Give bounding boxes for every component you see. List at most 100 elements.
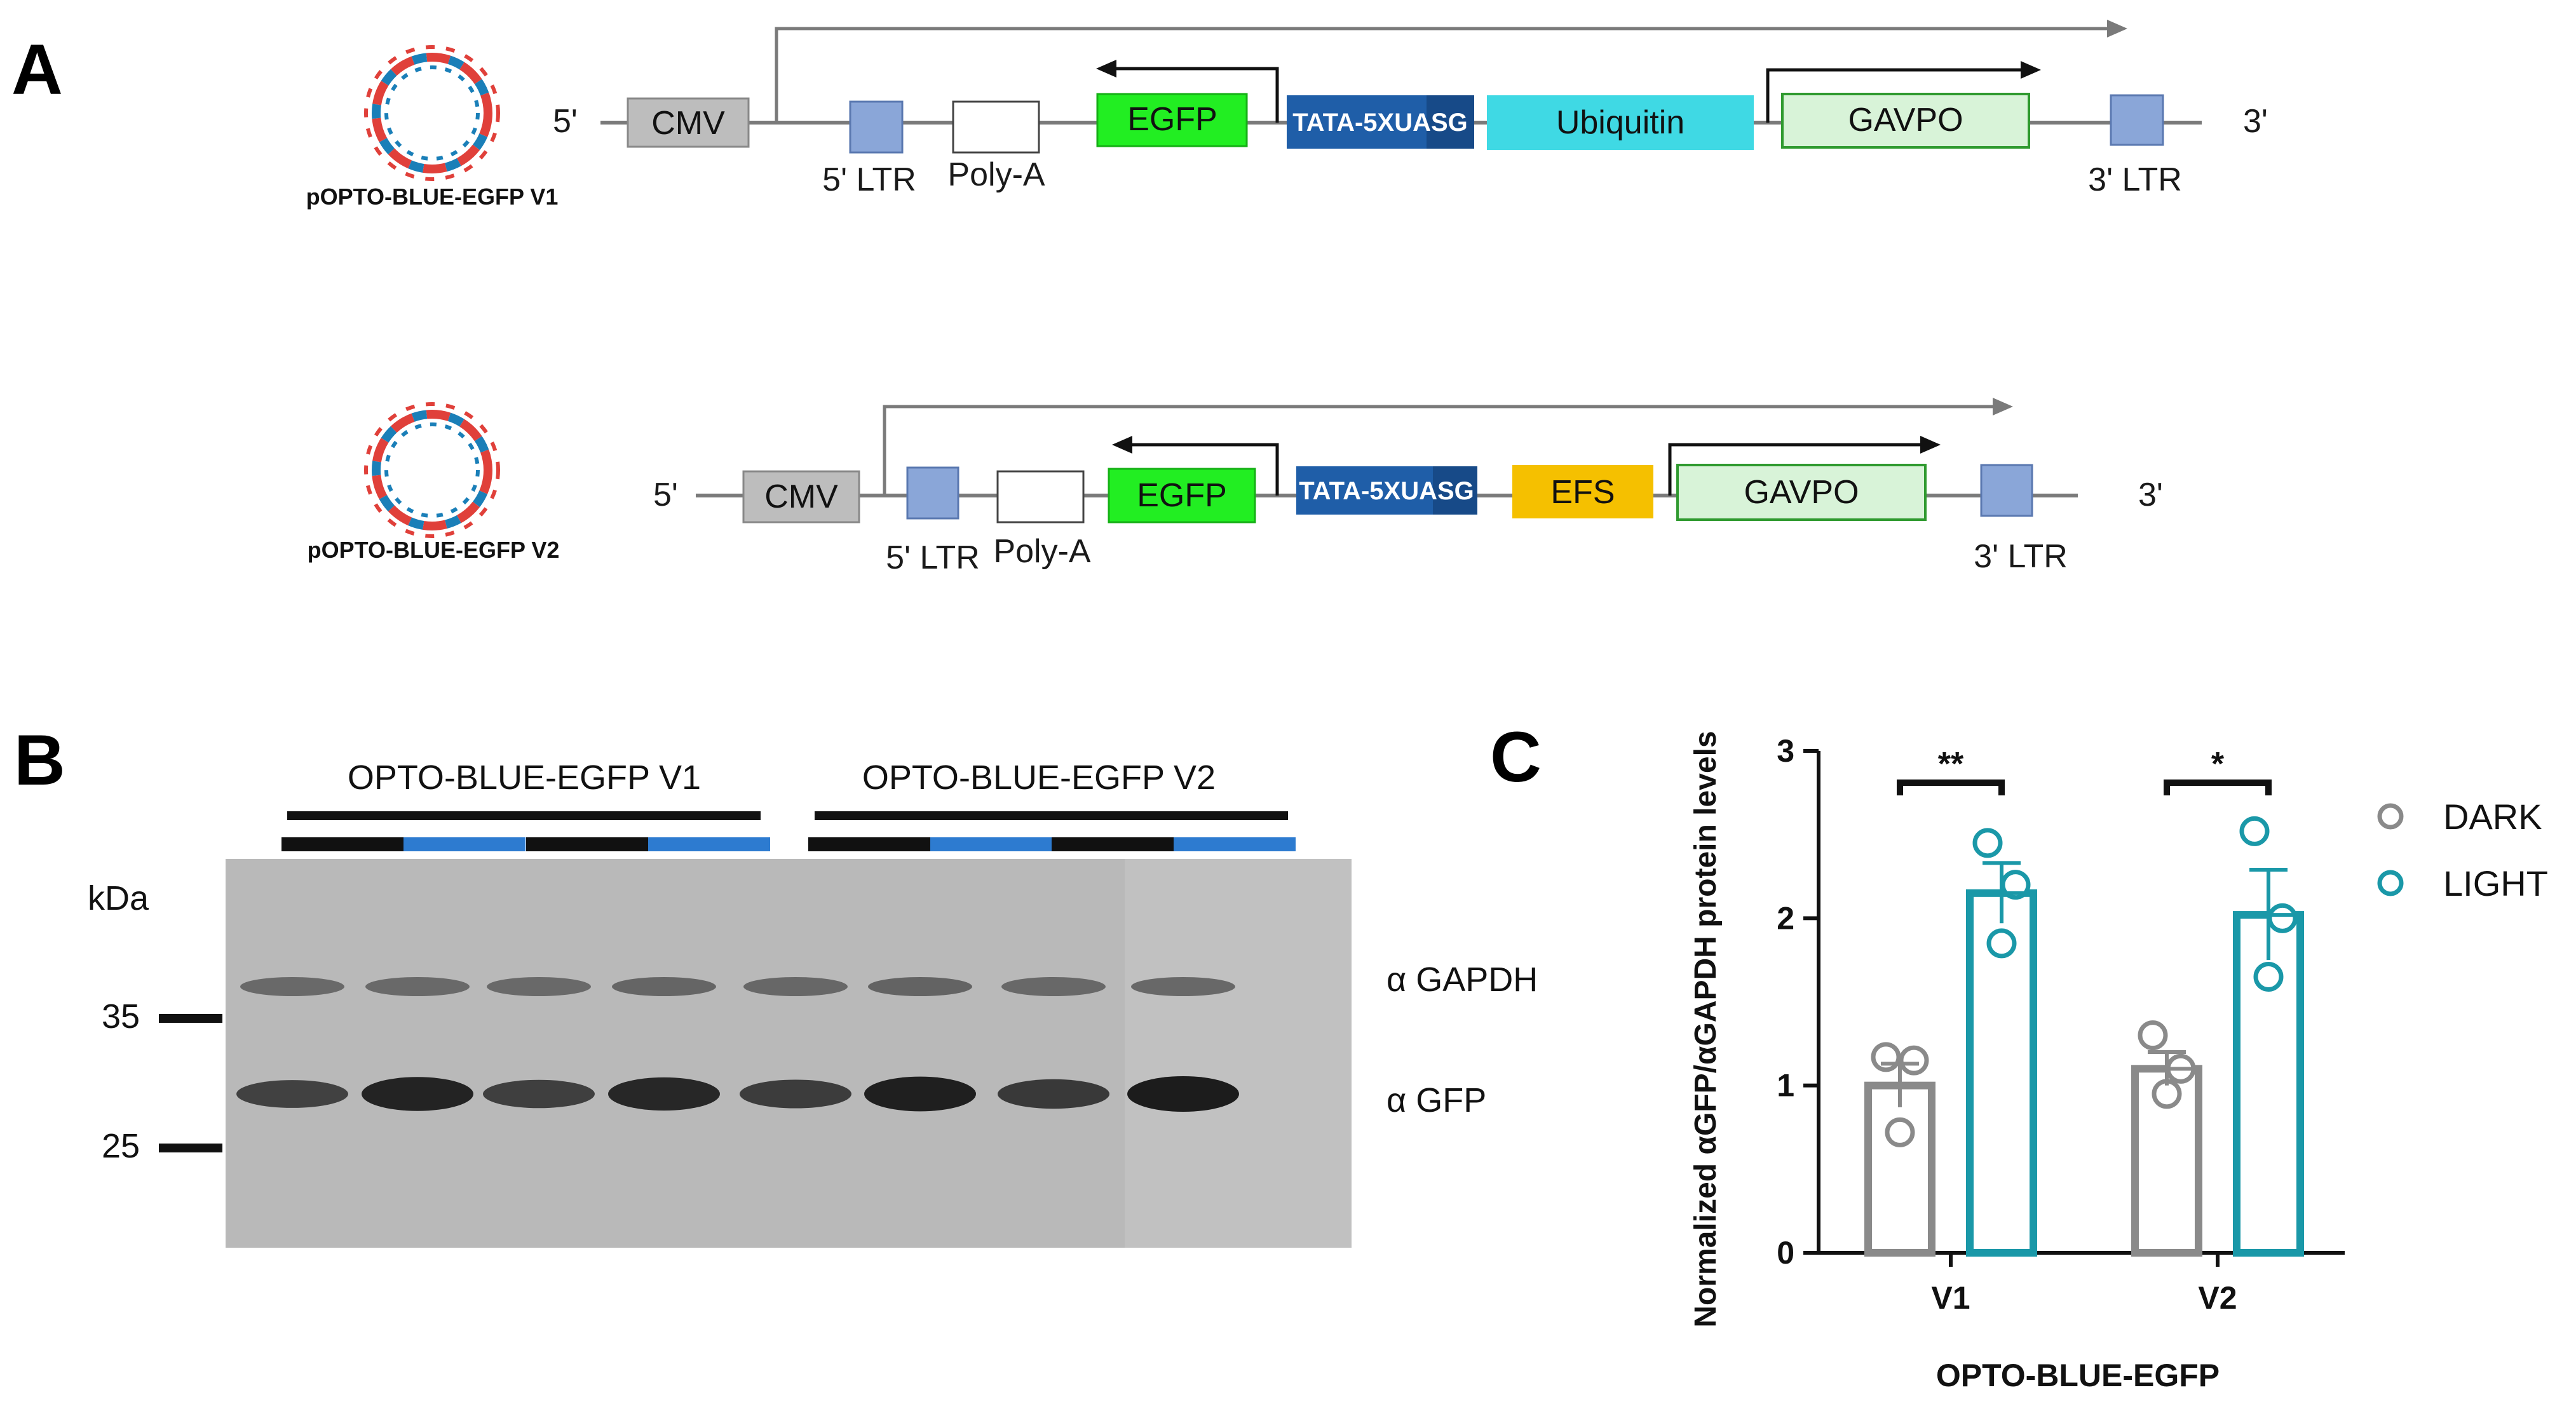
polya-box-v2 bbox=[996, 470, 1085, 523]
ltr3-label-v1: 3' LTR bbox=[2088, 161, 2182, 198]
blot-marker-25-line bbox=[159, 1144, 222, 1152]
ltr3-box-v2 bbox=[1980, 464, 2033, 517]
blot-band-gfp-4 bbox=[608, 1077, 720, 1111]
blot-band-gapdh-2 bbox=[365, 977, 470, 996]
egfp-box-v1 bbox=[1096, 93, 1248, 147]
transcript-arrowhead-v1 bbox=[2107, 20, 2127, 37]
chart-significance-bracket bbox=[1897, 780, 2005, 795]
cmv-label-v1: CMV bbox=[651, 105, 725, 142]
chart-x-tick-label: V2 bbox=[2198, 1280, 2237, 1316]
chart-y-axis-label: Normalized αGFP/αGAPDH protein levels bbox=[1689, 731, 1723, 1327]
panel-label-c: C bbox=[1490, 717, 1542, 797]
plasmid-name-v1: pOPTO-BLUE-EGFP V1 bbox=[306, 184, 559, 210]
chart-errors bbox=[1874, 861, 2294, 1107]
blot-group1-label: OPTO-BLUE-EGFP V1 bbox=[348, 759, 701, 797]
gavpo-arrow-v2 bbox=[1668, 443, 1920, 496]
western-blot-panel: OPTO-BLUE-EGFP V1 OPTO-BLUE-EGFP V2 kDa … bbox=[88, 759, 1538, 1248]
blot-gfp-label: α GFP bbox=[1386, 1081, 1486, 1119]
egfp-label-v2: EGFP bbox=[1137, 477, 1227, 514]
chart-points bbox=[1871, 816, 2298, 1147]
transcript-arrow-v2 bbox=[883, 405, 1995, 496]
cmv-box-v2 bbox=[742, 470, 860, 523]
tata-label-v2: TATA-5XUASG bbox=[1299, 477, 1474, 505]
gavpo-arrow-v1 bbox=[1766, 68, 2021, 123]
end-5-v1: 5' bbox=[553, 103, 578, 140]
construct-v2: pOPTO-BLUE-EGFP V2 5' 3' CMV 5' LTR Poly… bbox=[308, 398, 2163, 576]
ltr5-label-v1: 5' LTR bbox=[822, 161, 916, 198]
chart-legend-marker-dark bbox=[2377, 803, 2404, 830]
chart-point bbox=[1986, 928, 2017, 959]
egfp-arrowhead-v2 bbox=[1112, 436, 1132, 454]
chart-y-tick-label: 2 bbox=[1777, 900, 1794, 936]
chart-point bbox=[2239, 816, 2270, 846]
plasmid-icon-v1 bbox=[364, 45, 500, 181]
blot-gapdh-label: α GAPDH bbox=[1386, 961, 1538, 999]
blot-band-gfp-1 bbox=[236, 1080, 348, 1108]
egfp-arrowhead-v1 bbox=[1096, 60, 1116, 78]
ltr3-box-v1 bbox=[2110, 94, 2164, 146]
chart-point bbox=[1871, 1042, 1901, 1072]
blot-condition-dark-2 bbox=[526, 837, 648, 851]
cmv-label-v2: CMV bbox=[764, 478, 838, 515]
blot-group2-bar bbox=[815, 811, 1288, 820]
blot-band-gfp-8 bbox=[1127, 1076, 1239, 1112]
chart-legend-label-dark: DARK bbox=[2443, 797, 2542, 837]
egfp-arrow-v2 bbox=[1131, 443, 1279, 496]
blot-band-gapdh-1 bbox=[240, 977, 344, 996]
chart-y-tick-label: 3 bbox=[1777, 733, 1794, 769]
chart-point bbox=[2267, 903, 2298, 933]
chart-x-axis-label: OPTO-BLUE-EGFP bbox=[1936, 1358, 2220, 1393]
chart-legend-label-light: LIGHT bbox=[2443, 863, 2548, 903]
chart-significance-label: ** bbox=[1938, 746, 1964, 783]
construct-v1: pOPTO-BLUE-EGFP V1 5' 3' CMV 5' LTR Poly… bbox=[306, 20, 2268, 210]
blot-bands bbox=[236, 977, 1239, 1112]
gavpo-label-v1: GAVPO bbox=[1848, 102, 1963, 138]
blot-condition-light-1 bbox=[403, 837, 525, 851]
chart-legend-marker-light bbox=[2377, 870, 2404, 896]
transcript-arrowhead-v2 bbox=[1993, 398, 2013, 415]
gavpo-label-v2: GAVPO bbox=[1744, 474, 1859, 511]
chart-bars bbox=[1864, 889, 2304, 1257]
blot-band-gfp-7 bbox=[998, 1079, 1109, 1109]
polya-label-v2: Poly-A bbox=[993, 533, 1090, 570]
tata-box-shade-v2 bbox=[1433, 466, 1477, 515]
ltr5-box-v1 bbox=[849, 100, 904, 154]
efs-box-v2 bbox=[1512, 465, 1653, 518]
blot-condition-dark-1 bbox=[281, 837, 403, 851]
blot-marker-35: 35 bbox=[102, 997, 140, 1036]
blot-band-gfp-3 bbox=[483, 1079, 595, 1109]
ltr3-label-v2: 3' LTR bbox=[1974, 538, 2068, 575]
chart-y-tick-label: 1 bbox=[1777, 1068, 1794, 1104]
cmv-box-v1 bbox=[627, 97, 750, 148]
ubiquitin-label-v1: Ubiquitin bbox=[1556, 104, 1685, 141]
egfp-arrow-v1 bbox=[1115, 67, 1279, 123]
blot-group1-bar bbox=[287, 811, 761, 820]
tata-box-shade-v1 bbox=[1427, 95, 1474, 149]
blot-marker-35-line bbox=[159, 1014, 222, 1023]
blot-kda-label: kDa bbox=[88, 879, 149, 917]
blot-band-gfp-2 bbox=[362, 1077, 473, 1111]
transcript-arrow-v1 bbox=[775, 27, 2110, 123]
efs-label-v2: EFS bbox=[1550, 474, 1615, 511]
plasmid-name-v2: pOPTO-BLUE-EGFP V2 bbox=[308, 537, 560, 563]
chart-legend: DARK LIGHT bbox=[2377, 797, 2548, 903]
chart-point bbox=[2138, 1020, 2168, 1051]
panel-label-b: B bbox=[14, 720, 65, 800]
blot-condition-light-2 bbox=[648, 837, 770, 851]
polya-label-v1: Poly-A bbox=[947, 156, 1045, 193]
egfp-box-v2 bbox=[1108, 468, 1256, 523]
chart-point bbox=[1885, 1117, 1915, 1147]
blot-condition-light-4 bbox=[1174, 837, 1296, 851]
chart-point bbox=[1899, 1045, 1929, 1076]
end-5-v2: 5' bbox=[653, 476, 678, 513]
blot-band-gfp-5 bbox=[740, 1079, 851, 1109]
blot-condition-dark-3 bbox=[808, 837, 930, 851]
gavpo-arrowhead-v2 bbox=[1920, 436, 1941, 454]
panel-label-a: A bbox=[11, 30, 63, 109]
ltr5-box-v2 bbox=[906, 466, 959, 520]
chart-significance-label: * bbox=[2211, 746, 2225, 783]
chart-bar-dark-v1 bbox=[1864, 1081, 1935, 1257]
blot-membrane-shade bbox=[1125, 859, 1352, 1248]
blot-marker-25: 25 bbox=[102, 1127, 140, 1165]
